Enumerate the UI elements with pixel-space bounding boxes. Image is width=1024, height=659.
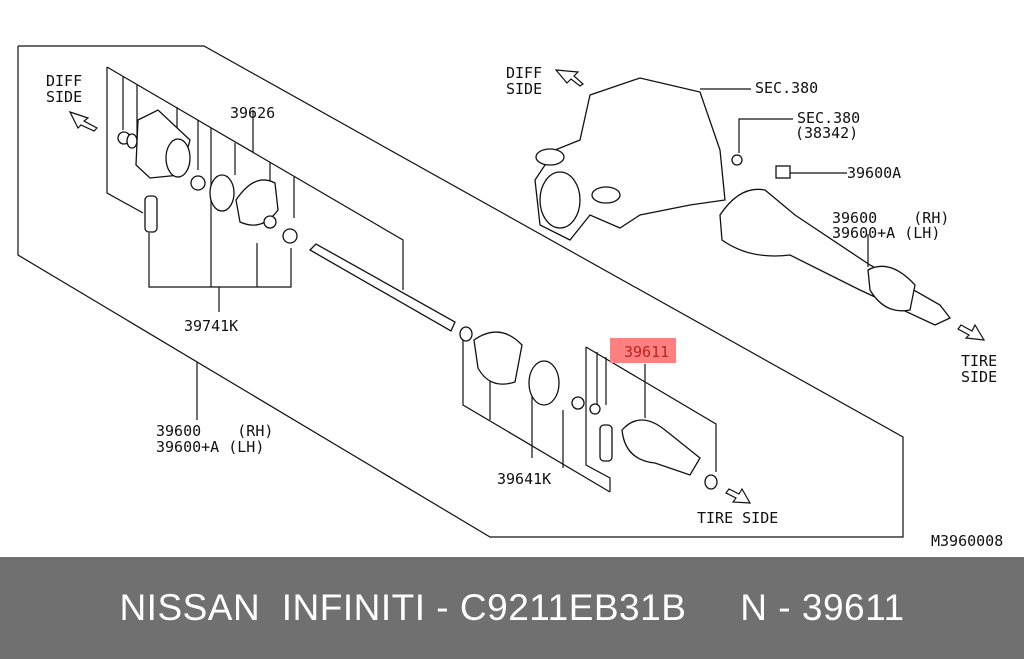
label-39626: 39626 <box>230 104 275 122</box>
label-sec380-38342: (38342) <box>795 124 858 142</box>
label-sec380: SEC.380 <box>755 79 818 97</box>
label-39600a-lh-right: 39600+A (LH) <box>832 224 940 242</box>
diagram-code: M3960008 <box>931 532 1003 550</box>
label-39600-rh-right: 39600 (RH) <box>832 209 949 227</box>
label-39641k: 39641K <box>497 470 551 488</box>
label-tire-side-right: TIRE <box>961 352 997 370</box>
label-39741k: 39741K <box>184 317 238 335</box>
shaft <box>308 243 456 332</box>
label-39600a: 39600A <box>847 164 901 182</box>
arrow-diff-side-right-icon <box>554 69 584 87</box>
label-39611[interactable]: 39611 <box>624 343 669 361</box>
label-diff-side-right: DIFF <box>506 64 542 82</box>
cv-joint <box>621 419 701 476</box>
label-sec380-2: SEC.380 <box>797 109 860 127</box>
boot-outer <box>473 331 523 385</box>
label-diff-side-left: DIFF <box>46 72 82 90</box>
label-diff-side-right-2: SIDE <box>506 80 542 98</box>
assembly-outline <box>17 45 904 538</box>
label-39600a-lh-left: 39600+A (LH) <box>156 438 264 456</box>
label-tire-side-right-2: SIDE <box>961 368 997 386</box>
arrow-diff-side-left-icon <box>68 110 98 132</box>
kit-box-left <box>106 67 144 214</box>
part-info-text: NISSAN INFINITI - C9211EB31B N - 39611 <box>119 587 905 628</box>
part-info-banner: NISSAN INFINITI - C9211EB31B N - 39611 <box>0 557 1024 659</box>
arrow-tire-side-right-icon <box>957 323 986 341</box>
boot-inner <box>235 179 279 226</box>
parts-diagram: DIFF SIDE 39626 39741K 39600 (RH) 39600+… <box>17 45 1003 550</box>
label-39600-rh-left: 39600 (RH) <box>156 422 273 440</box>
arrow-tire-side-bottom-icon <box>725 487 752 504</box>
part-highlight-39611 <box>610 338 676 363</box>
label-diff-side-left-2: SIDE <box>46 88 82 106</box>
label-tire-side-bottom: TIRE SIDE <box>697 509 778 527</box>
